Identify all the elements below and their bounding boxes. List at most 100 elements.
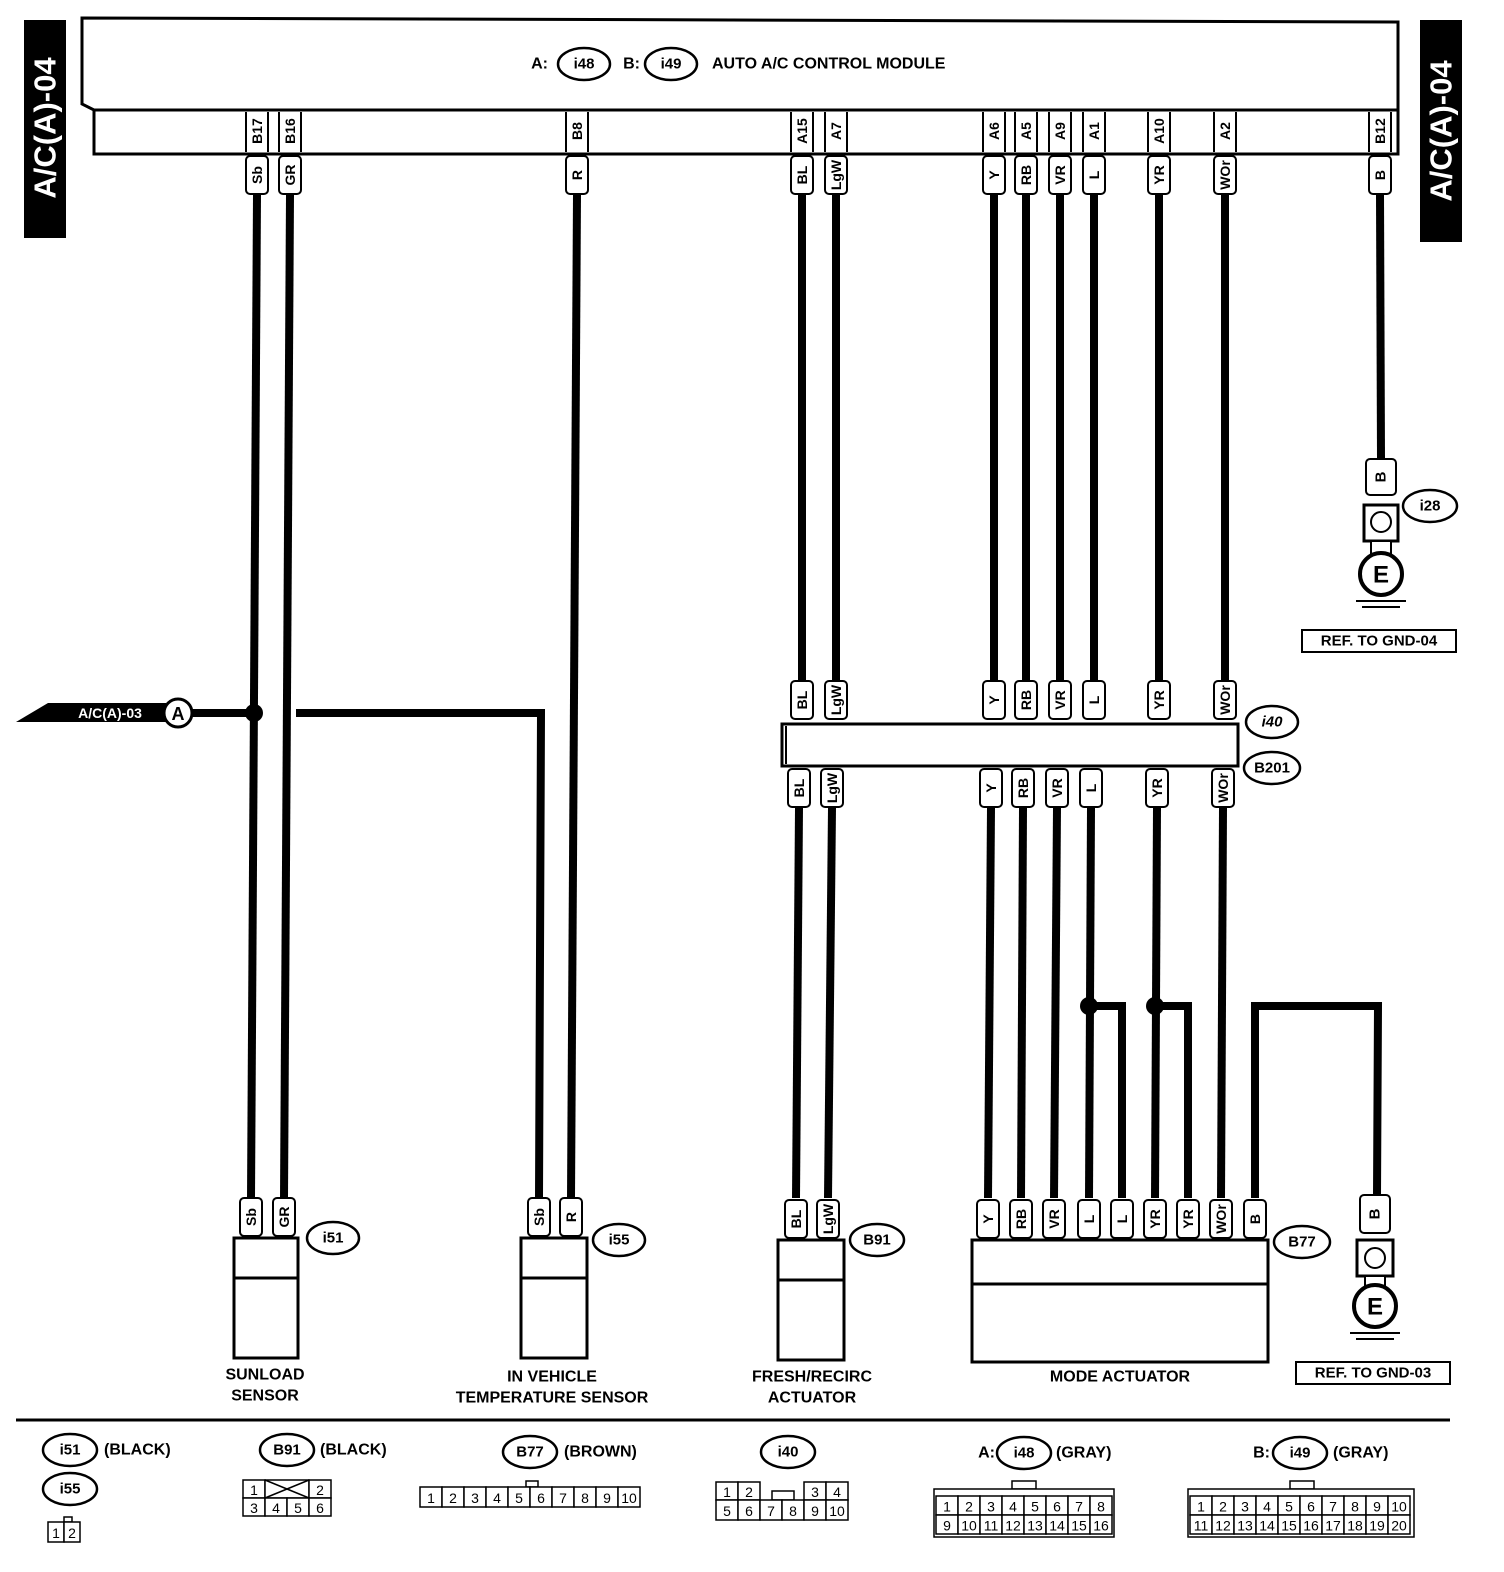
joint-lower-color-LgW: LgW xyxy=(824,772,840,803)
module-wire-color-L: L xyxy=(1086,170,1102,179)
joint-upper-color-VR-box xyxy=(1048,680,1072,720)
module-wire-color-VR: VR xyxy=(1052,165,1068,184)
legend-i48-pin-3: 3 xyxy=(987,1499,995,1515)
wire-l-mode-4 xyxy=(1091,1002,1126,1198)
legend-b91-pin-6: 6 xyxy=(316,1500,324,1516)
legend-i55-pin-1: 1 xyxy=(52,1525,60,1541)
splice-l xyxy=(1080,997,1098,1015)
legend-i48-pin-12: 12 xyxy=(1005,1518,1021,1534)
module-pin-A9: A9 xyxy=(1052,122,1068,140)
splice-offpage-a xyxy=(245,704,263,722)
joint-upper-connector: i40 xyxy=(1262,714,1284,731)
joint-upper-color-LgW: LgW xyxy=(828,684,844,715)
comp2-wire-color-BL-box xyxy=(784,1199,808,1239)
joint-upper-color-L-box xyxy=(1082,680,1106,720)
mode-actuator-name: MODE ACTUATOR xyxy=(1050,1369,1191,1386)
module-wire-color-GR: GR xyxy=(282,165,298,186)
legend-i40-pin-7: 7 xyxy=(767,1503,775,1519)
auto-ac-control-module: A: i48 B: i49 AUTO A/C CONTROL MODULE xyxy=(80,16,1400,156)
comp3-wire-color-YR: YR xyxy=(1180,1209,1196,1228)
comp3-wire-color-YR-box xyxy=(1143,1199,1167,1239)
sunload-name-line2: SENSOR xyxy=(231,1388,299,1405)
ground-upper: B E i28 REF. TO GND-04 xyxy=(1301,458,1459,653)
comp2-wire-color-LgW: LgW xyxy=(820,1203,836,1234)
ground-lower-ref: REF. TO GND-03 xyxy=(1315,1365,1431,1382)
page-code-left: A/C(A)-04 xyxy=(28,57,63,199)
legend-i40-pin-8: 8 xyxy=(789,1503,797,1519)
legend-i48-pin-8: 8 xyxy=(1097,1499,1105,1515)
module-wire-color-RB: RB xyxy=(1018,165,1034,185)
joint-upper-color-RB: RB xyxy=(1018,690,1034,710)
mode-actuator-connector: B77 xyxy=(1288,1234,1316,1251)
legend-i48-pin-14: 14 xyxy=(1049,1518,1065,1534)
comp3-wire-color-RB: RB xyxy=(1013,1209,1029,1229)
comp3-wire-color-WOr: WOr xyxy=(1213,1204,1229,1234)
wire-bl-fresh xyxy=(792,807,803,1199)
comp3-wire-color-B: B xyxy=(1247,1214,1263,1224)
legend-i48-pin-2: 2 xyxy=(965,1499,973,1515)
legend-b77-pin-5: 5 xyxy=(515,1490,523,1506)
module-a-prefix: A: xyxy=(531,56,548,73)
page-code-tab-right: A/C(A)-04 xyxy=(1420,20,1462,242)
joint-lower-color-YR-box xyxy=(1145,768,1169,808)
offpage-label: A/C(A)-03 xyxy=(78,705,142,721)
legend-b77-connector: B77 xyxy=(516,1444,544,1461)
ground-lower-symbol: E xyxy=(1367,1294,1383,1321)
comp3-wire-color-RB-box xyxy=(1009,1199,1033,1239)
legend-i48-pin-7: 7 xyxy=(1075,1499,1083,1515)
legend-i49-pin-13: 13 xyxy=(1237,1518,1253,1534)
legend-i51-connector: i51 xyxy=(60,1442,81,1459)
joint-upper-color-BL: BL xyxy=(794,690,810,709)
legend-b77-pin-4: 4 xyxy=(493,1490,501,1506)
comp3-wire-color-L-box xyxy=(1110,1199,1134,1239)
legend-i49-pin-15: 15 xyxy=(1281,1518,1297,1534)
joint-lower-color-RB-box xyxy=(1011,768,1035,808)
offpage-reference: A/C(A)-03 A xyxy=(16,697,194,729)
joint-lower-color-L: L xyxy=(1083,783,1099,792)
legend-b77-pin-2: 2 xyxy=(449,1490,457,1506)
comp2-wire-color-LgW-box xyxy=(816,1199,840,1239)
joint-connector-i40-b201: i40 B201 xyxy=(780,704,1302,786)
wire-b-ground-lower xyxy=(1251,1002,1383,1198)
legend-i40-connector: i40 xyxy=(778,1444,799,1461)
wire-yr-mode-9 xyxy=(1157,1002,1192,1198)
module-wire-color-R-box xyxy=(565,155,589,195)
legend-i40-pin-1: 1 xyxy=(723,1484,731,1500)
joint-lower-color-WOr: WOr xyxy=(1215,773,1231,803)
legend-i55-connector: i55 xyxy=(60,1481,81,1498)
joint-lower-color-VR-box xyxy=(1045,768,1069,808)
page-code-tab-left: A/C(A)-04 xyxy=(24,20,66,238)
legend-i49-pin-4: 4 xyxy=(1263,1499,1271,1515)
joint-lower-color-LgW-box xyxy=(820,768,844,808)
ground-upper-wire-color: B xyxy=(1373,471,1390,482)
legend-i55-pin-2-cell xyxy=(63,1521,81,1543)
legend-i48-pin-16: 16 xyxy=(1093,1518,1109,1534)
module-wire-color-YR: YR xyxy=(1151,165,1167,184)
module-b-connector: i49 xyxy=(661,56,682,73)
legend-i40-pin-6: 6 xyxy=(745,1503,753,1519)
module-pin-A15: A15 xyxy=(794,118,810,144)
legend-i49-pin-20-cell xyxy=(1387,1514,1411,1535)
offpage-letter: A xyxy=(172,704,185,724)
joint-lower-color-Y-box xyxy=(979,768,1003,808)
legend-i49-pin-8: 8 xyxy=(1351,1499,1359,1515)
connector-legend: i51 (BLACK) i55 B91 (BLACK) B77 (BROWN) … xyxy=(41,1432,1415,1543)
comp3-wire-color-L: L xyxy=(1114,1214,1130,1223)
legend-i49-pin-1: 1 xyxy=(1197,1499,1205,1515)
legend-b77-pin-3: 3 xyxy=(471,1490,479,1506)
wire-rb-mode xyxy=(1017,807,1027,1199)
wire-sb-sunload xyxy=(247,194,261,1199)
module-wire-color-LgW-box xyxy=(824,155,848,195)
legend-i49-pin-6: 6 xyxy=(1307,1499,1315,1515)
legend-b91-pin-3: 3 xyxy=(250,1500,258,1516)
comp3-wire-color-YR-box xyxy=(1176,1199,1200,1239)
joint-upper-color-LgW-box xyxy=(824,680,848,720)
wire-lgw-fresh xyxy=(824,807,836,1199)
legend-i49-pin-18: 18 xyxy=(1347,1518,1363,1534)
module-wire-color-R: R xyxy=(569,170,585,180)
legend-i49-pin-3: 3 xyxy=(1241,1499,1249,1515)
joint-upper-color-VR: VR xyxy=(1052,690,1068,709)
module-wire-color-Y-box xyxy=(982,155,1006,195)
legend-i48-pin-11: 11 xyxy=(984,1518,999,1534)
module-wire-color-BL: BL xyxy=(794,165,810,184)
